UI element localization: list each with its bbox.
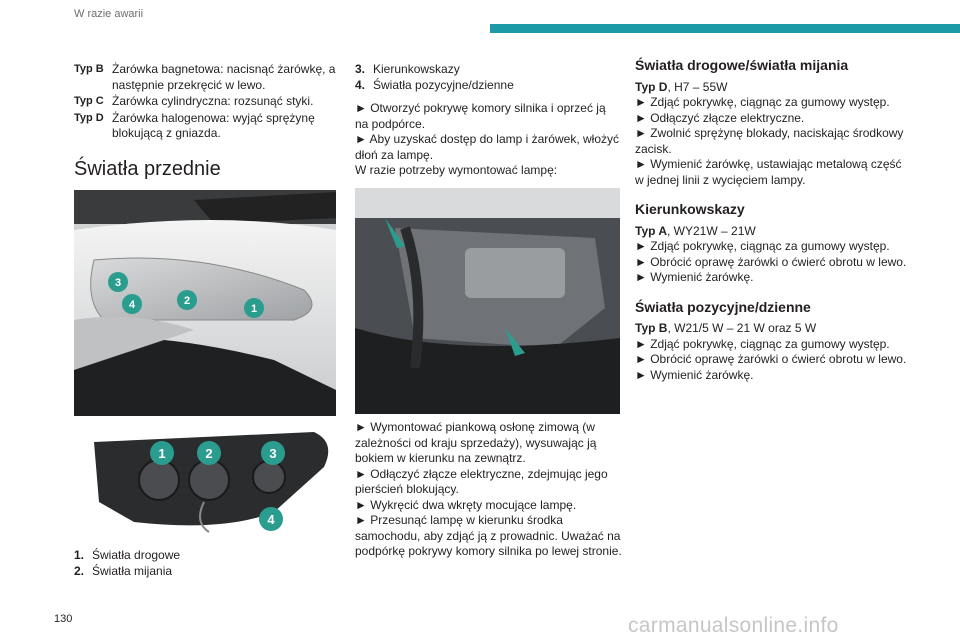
- typ-row: Typ C Żarówka cylindryczna: rozsunąć sty…: [74, 94, 336, 110]
- engine-bay-photo: [355, 188, 620, 414]
- headlamp-vehicle-illustration: 3 4 2 1: [74, 190, 336, 416]
- instruction-step: ► Zdjąć pokrywkę, ciągnąc za gumowy wyst…: [635, 239, 890, 253]
- callout-marker: 3: [261, 441, 285, 465]
- typ-value: , W21/5 W – 21 W oraz 5 W: [667, 321, 817, 335]
- section-title: Światła przednie: [74, 157, 221, 180]
- typ-text: Żarówka bagnetowa: nacisnąć żarówkę, a n…: [112, 62, 336, 92]
- typ-label: Typ A: [635, 223, 667, 238]
- column-2: 3. Kierunkowskazy 4. Światła pozycyjne/d…: [355, 62, 620, 179]
- list-text: Kierunkowskazy: [373, 62, 460, 76]
- instruction-step: ► Zdjąć pokrywkę, ciągnąc za gumowy wyst…: [635, 336, 890, 351]
- engine-bay-illustration: [355, 188, 620, 414]
- marker-label: 3: [115, 277, 121, 289]
- arrow-icon: [385, 218, 405, 248]
- bulb-type: Typ D, H7 – 55W: [635, 80, 907, 96]
- instruction-step: ► Obrócić oprawę żarówki o ćwierć obrotu…: [635, 352, 907, 366]
- marker-label: 2: [205, 446, 212, 461]
- instruction-step: ► Przesunąć lampę w kierunku środka samo…: [355, 513, 622, 558]
- marker-label: 3: [269, 446, 276, 461]
- column-3: Światła drogowe/światła mijania Typ D, H…: [635, 57, 907, 383]
- list-number: 3.: [355, 62, 366, 76]
- list-text: Światła pozycyjne/dzienne: [373, 77, 514, 92]
- instruction-step: ► Zdjąć pokrywkę, ciągnąc za gumowy wyst…: [635, 95, 890, 109]
- headlamp-vehicle-photo: 3 4 2 1: [74, 190, 336, 416]
- callout-marker: 2: [197, 441, 221, 465]
- light-list: 1. Światła drogowe 2. Światła mijania: [74, 548, 180, 579]
- typ-row: Typ B Żarówka bagnetowa: nacisnąć żarówk…: [74, 62, 336, 93]
- instruction-step: ► Obrócić oprawę żarówki o ćwierć obrotu…: [635, 254, 907, 269]
- typ-text: Żarówka halogenowa: wyjąć sprężynę bloku…: [112, 110, 315, 141]
- bulb-type: Typ A, WY21W – 21W: [635, 224, 907, 240]
- list-number: 1.: [74, 548, 85, 562]
- callout-marker: 1: [150, 441, 174, 465]
- instruction-step: ► Otworzyć pokrywę komory silnika i oprz…: [355, 101, 606, 131]
- typ-label: Typ B: [74, 63, 104, 75]
- typ-value: , WY21W – 21W: [667, 223, 756, 238]
- column-1: Typ B Żarówka bagnetowa: nacisnąć żarówk…: [74, 62, 336, 195]
- marker-label: 2: [184, 295, 190, 307]
- instruction-step: W razie potrzeby wymontować lampę:: [355, 163, 558, 177]
- subsection-title: Światła drogowe/światła mijania: [635, 57, 849, 73]
- subsection-title: Światła pozycyjne/dzienne: [635, 298, 811, 315]
- bulb-type: Typ B, W21/5 W – 21 W oraz 5 W: [635, 321, 907, 337]
- callout-marker: 1: [244, 298, 264, 318]
- instruction-step: ► Wymontować piankową osłonę zimową (w z…: [355, 420, 597, 465]
- instruction-step: ► Wymienić żarówkę.: [635, 270, 754, 284]
- instruction-step: ► Odłączyć złącze elektryczne, zdejmując…: [355, 466, 608, 497]
- callout-marker: 4: [259, 507, 283, 531]
- marker-label: 1: [251, 303, 257, 315]
- headlamp-unit-illustration: 1 2 3 4: [94, 432, 329, 533]
- page-number: 130: [54, 613, 73, 625]
- list-item: 1. Światła drogowe: [74, 548, 180, 564]
- list-item: 2. Światła mijania: [74, 564, 180, 580]
- instruction-step: ► Wykręcić dwa wkręty mocujące lampę.: [355, 497, 577, 512]
- instruction-step: ► Wymienić żarówkę.: [635, 367, 754, 382]
- subsection-title: Kierunkowskazy: [635, 201, 745, 217]
- instruction-step: ► Wymienić żarówkę, ustawiając metalową …: [635, 157, 902, 187]
- headlamp-unit-photo: 1 2 3 4: [74, 422, 336, 544]
- header-title: W razie awarii: [74, 8, 144, 20]
- callout-marker: 2: [177, 290, 197, 310]
- callout-marker: 3: [108, 272, 128, 292]
- instruction-step: ► Aby uzyskać dostęp do lamp i żarówek, …: [355, 132, 619, 162]
- column-2-bottom: ► Wymontować piankową osłonę zimową (w z…: [355, 420, 623, 560]
- marker-label: 4: [129, 299, 136, 311]
- typ-text: Żarówka cylindryczna: rozsunąć styki.: [112, 94, 314, 108]
- list-text: Światła drogowe: [92, 548, 181, 562]
- list-item: 4. Światła pozycyjne/dzienne: [355, 78, 620, 94]
- typ-label: Typ D: [74, 111, 104, 124]
- typ-label: Typ B: [635, 321, 668, 335]
- instruction-step: ► Odłączyć złącze elektryczne.: [635, 110, 805, 125]
- instruction-step: ► Zwolnić sprężynę blokady, naciskając ś…: [635, 126, 904, 156]
- marker-label: 1: [158, 446, 165, 461]
- typ-label: Typ C: [74, 95, 104, 107]
- typ-value: , H7 – 55W: [667, 79, 728, 94]
- marker-label: 4: [267, 512, 275, 527]
- header-accent-bar: [490, 24, 960, 33]
- list-number: 2.: [74, 563, 85, 578]
- list-text: Światła mijania: [92, 563, 173, 578]
- typ-row: Typ D Żarówka halogenowa: wyjąć sprężynę…: [74, 111, 336, 142]
- list-number: 4.: [355, 77, 366, 92]
- watermark: carmanualsonline.info: [628, 614, 839, 637]
- callout-marker: 4: [122, 294, 142, 314]
- arrow-icon: [505, 328, 525, 356]
- list-item: 3. Kierunkowskazy: [355, 62, 620, 78]
- typ-label: Typ D: [635, 79, 668, 94]
